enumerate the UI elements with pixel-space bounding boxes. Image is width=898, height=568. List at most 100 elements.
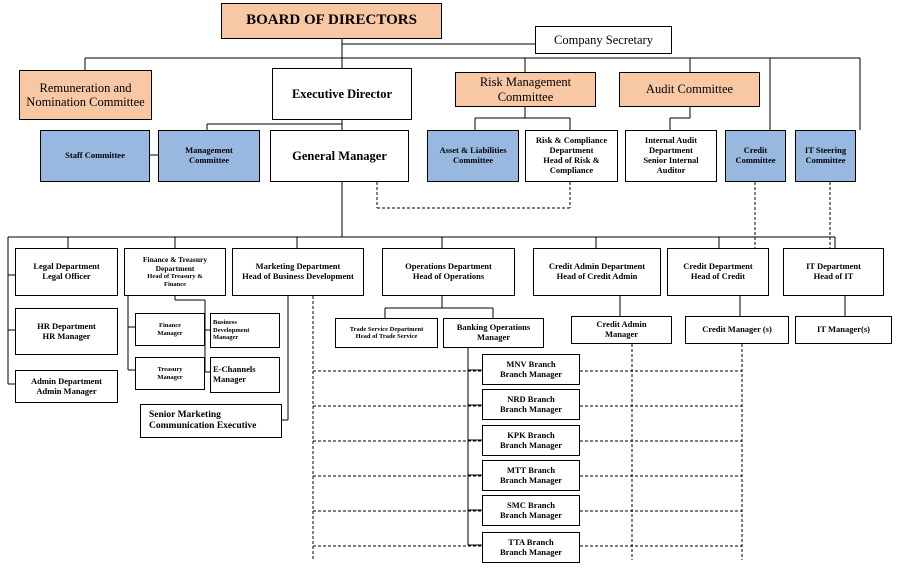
branch-box: MTT Branch Branch Manager xyxy=(482,460,580,491)
asset-liabilities-committee: Asset & Liabilities Committee xyxy=(427,130,519,182)
risk-compliance-line3: Head of Risk & xyxy=(543,155,600,165)
internal-audit-department: Internal Audit Department Senior Interna… xyxy=(625,130,717,182)
risk-compliance-line1: Risk & Compliance xyxy=(535,135,608,146)
branch-box: SMC Branch Branch Manager xyxy=(482,495,580,526)
management-committee: Management Committee xyxy=(158,130,260,182)
banking-operations-manager: Banking Operations Manager xyxy=(443,318,544,348)
company-secretary: Company Secretary xyxy=(535,26,672,54)
credit-dept-line1: Credit Department xyxy=(683,261,753,272)
credit-admin-department: Credit Admin Department Head of Credit A… xyxy=(533,248,661,296)
branch-role: Branch Manager xyxy=(499,474,563,485)
general-manager: General Manager xyxy=(270,130,409,182)
branch-box: TTA Branch Branch Manager xyxy=(482,532,580,563)
remuneration-committee: Remuneration and Nomination Committee xyxy=(19,70,152,120)
executive-director: Executive Director xyxy=(272,68,412,120)
credit-managers: Credit Manager (s) xyxy=(685,316,789,344)
management-committee-line2: Committee xyxy=(188,155,230,165)
finance-manager: Finance Manager xyxy=(135,313,205,346)
risk-compliance-line2: Department xyxy=(549,145,594,156)
credit-admin-line1: Credit Admin Department xyxy=(548,261,646,272)
trade-service-line2: Head of Trade Service xyxy=(355,333,418,340)
finance-manager-line1: Finance xyxy=(158,322,182,330)
branch-box: MNV Branch Branch Manager xyxy=(482,354,580,385)
branch-name: MNV Branch xyxy=(506,358,556,369)
it-managers: IT Manager(s) xyxy=(795,316,892,344)
risk-management-committee: Risk Management Committee xyxy=(455,72,596,107)
bd-manager-line3: Manager xyxy=(213,334,239,342)
remuneration-line2: Nomination Committee xyxy=(26,95,145,109)
branch-role: Branch Manager xyxy=(499,368,563,379)
branch-box: NRD Branch Branch Manager xyxy=(482,389,580,420)
trade-service-line1: Trade Service Department xyxy=(349,325,424,333)
branch-box: KPK Branch Branch Manager xyxy=(482,425,580,456)
remuneration-line1: Remuneration and xyxy=(39,80,132,95)
treasury-manager: Treasury Manager xyxy=(135,357,205,390)
hr-line1: HR Department xyxy=(37,320,96,331)
it-steering-line2: Committee xyxy=(805,155,846,165)
legal-line2: Legal Officer xyxy=(42,271,91,281)
it-department: IT Department Head of IT xyxy=(783,248,884,296)
business-development-manager: Business Development Manager xyxy=(210,313,280,348)
bd-manager-line2: Development xyxy=(213,326,250,334)
hr-department: HR Department HR Manager xyxy=(15,308,118,355)
admin-line1: Admin Department xyxy=(30,375,103,386)
risk-mgmt-line1: Risk Management xyxy=(479,75,572,90)
it-steering-committee: IT Steering Committee xyxy=(795,130,856,182)
internal-audit-line4: Auditor xyxy=(656,164,686,175)
operations-department: Operations Department Head of Operations xyxy=(382,248,515,296)
branch-role: Branch Manager xyxy=(499,546,563,557)
echannels-line2: Manager xyxy=(213,374,247,384)
finance-line2: Department xyxy=(155,263,195,273)
internal-audit-line1: Internal Audit xyxy=(644,135,698,146)
legal-line1: Legal Department xyxy=(33,261,100,272)
it-dept-line2: Head of IT xyxy=(813,271,854,281)
treasury-manager-line1: Treasury xyxy=(157,366,183,374)
echannels-line1: E-Channels xyxy=(213,364,256,375)
bd-manager-line1: Business xyxy=(213,319,237,327)
credit-managers-title: Credit Manager (s) xyxy=(702,324,772,335)
alco-line1: Asset & Liabilities xyxy=(439,145,507,156)
branch-name: TTA Branch xyxy=(508,536,554,547)
smce-line1: Senior Marketing xyxy=(149,410,221,421)
marketing-line1: Marketing Department xyxy=(255,261,341,272)
credit-admin-line2: Head of Credit Admin xyxy=(556,271,638,281)
internal-audit-line2: Department xyxy=(649,145,693,156)
legal-department: Legal Department Legal Officer xyxy=(15,248,118,296)
credit-dept-line2: Head of Credit xyxy=(690,271,746,281)
finance-line3: Head of Treasury & xyxy=(147,273,203,281)
credit-admin-manager-line1: Credit Admin xyxy=(596,319,647,330)
branch-name: NRD Branch xyxy=(507,393,555,404)
it-managers-title: IT Manager(s) xyxy=(817,324,870,335)
banking-ops-line1: Banking Operations xyxy=(456,322,531,333)
marketing-department: Marketing Department Head of Business De… xyxy=(232,248,364,296)
risk-mgmt-line2: Committee xyxy=(497,89,554,104)
risk-compliance-line4: Compliance xyxy=(549,164,594,175)
branch-role: Branch Manager xyxy=(499,439,563,450)
management-committee-line1: Management xyxy=(185,145,233,156)
finance-line4: Finance xyxy=(163,280,187,288)
credit-admin-manager: Credit Admin Manager xyxy=(571,316,672,344)
credit-admin-manager-line2: Manager xyxy=(604,329,639,339)
finance-manager-line2: Manager xyxy=(157,329,183,337)
admin-department: Admin Department Admin Manager xyxy=(15,370,118,403)
smce-line2: Communication Executive xyxy=(149,421,257,431)
branch-name: KPK Branch xyxy=(507,429,555,440)
general-manager-title: General Manager xyxy=(292,148,387,163)
board-of-directors: BOARD OF DIRECTORS xyxy=(221,3,442,39)
credit-committee-line2: Committee xyxy=(735,155,776,165)
hr-line2: HR Manager xyxy=(42,330,91,341)
staff-committee: Staff Committee xyxy=(40,130,150,182)
e-channels-manager: E-Channels Manager xyxy=(210,357,280,393)
audit-committee-title: Audit Committee xyxy=(645,82,734,97)
credit-department: Credit Department Head of Credit xyxy=(667,248,769,296)
trade-service-department: Trade Service Department Head of Trade S… xyxy=(335,318,438,348)
treasury-manager-line2: Manager xyxy=(157,373,183,381)
banking-ops-line2: Manager xyxy=(476,332,511,342)
staff-committee-title: Staff Committee xyxy=(65,150,125,161)
branch-name: SMC Branch xyxy=(507,499,555,510)
operations-line1: Operations Department xyxy=(405,261,492,272)
credit-committee: Credit Committee xyxy=(725,130,786,182)
secretary-title: Company Secretary xyxy=(554,32,653,47)
marketing-line2: Head of Business Development xyxy=(242,271,354,281)
